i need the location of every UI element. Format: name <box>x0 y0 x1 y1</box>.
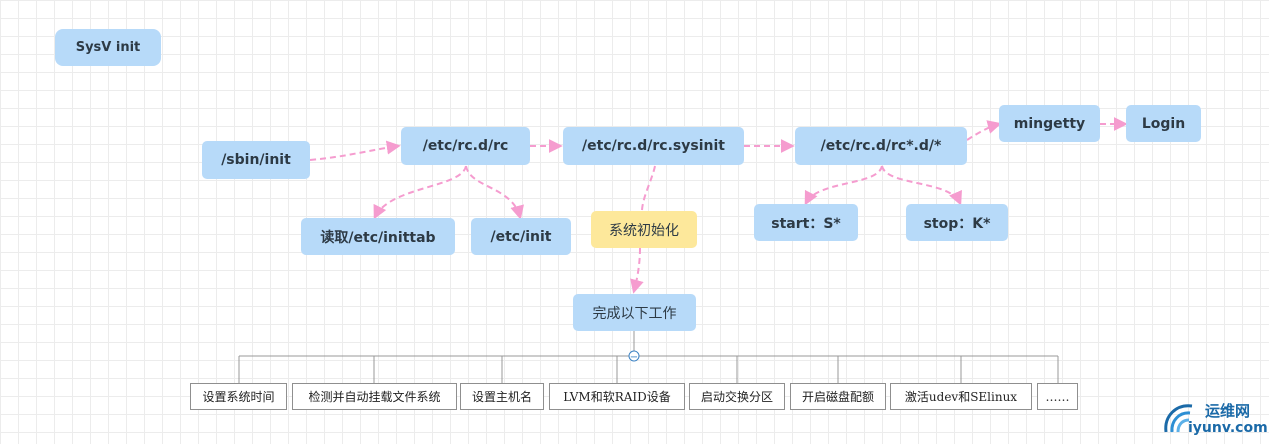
watermark-cn: 运维网 <box>1205 402 1251 420</box>
title-node[interactable]: SysV init <box>55 29 161 66</box>
node-rc-sysinit[interactable]: /etc/rc.d/rc.sysinit <box>563 127 744 165</box>
arrow-rcN-to-mingetty <box>966 120 1002 141</box>
collapse-toggle[interactable]: − <box>628 350 640 363</box>
watermark-logo-icon <box>1164 404 1193 433</box>
task-item[interactable]: 开启磁盘配额 <box>790 383 886 410</box>
task-item[interactable]: 检测并自动挂载文件系统 <box>292 383 457 410</box>
task-item[interactable]: 设置主机名 <box>460 383 544 410</box>
arrow-rc-to-etcinit <box>465 165 524 220</box>
node-rc[interactable]: /etc/rc.d/rc <box>401 127 530 165</box>
node-rcN[interactable]: /etc/rc.d/rc*.d/* <box>795 127 967 165</box>
task-item[interactable]: LVM和软RAID设备 <box>549 383 685 410</box>
task-item[interactable]: 设置系统时间 <box>190 383 287 410</box>
node-login[interactable]: Login <box>1126 105 1201 142</box>
task-item[interactable]: 激活udev和SElinux <box>890 383 1032 410</box>
node-read-inittab[interactable]: 读取/etc/inittab <box>301 218 455 255</box>
task-item[interactable]: …… <box>1037 383 1078 410</box>
node-sys-init[interactable]: 系统初始化 <box>591 211 697 248</box>
task-tree-lines <box>238 331 1059 383</box>
svg-text:−: − <box>630 352 638 363</box>
arrow-sysinit-to-tasks <box>634 165 656 291</box>
arrow-rcN-to-start <box>804 165 883 206</box>
task-item[interactable]: 启动交换分区 <box>689 383 785 410</box>
node-stop[interactable]: stop：K* <box>906 204 1008 241</box>
node-start[interactable]: start：S* <box>754 204 858 241</box>
watermark-url: iyunv.com <box>1188 420 1268 436</box>
node-etc-init[interactable]: /etc/init <box>471 218 571 255</box>
node-sbin-init[interactable]: /sbin/init <box>202 141 310 179</box>
node-complete-tasks[interactable]: 完成以下工作 <box>573 294 696 331</box>
arrow-sbin-to-rc <box>309 140 401 161</box>
arrow-rc-to-inittab <box>373 165 467 220</box>
arrow-rcN-to-stop <box>881 165 962 206</box>
node-mingetty[interactable]: mingetty <box>999 105 1100 142</box>
